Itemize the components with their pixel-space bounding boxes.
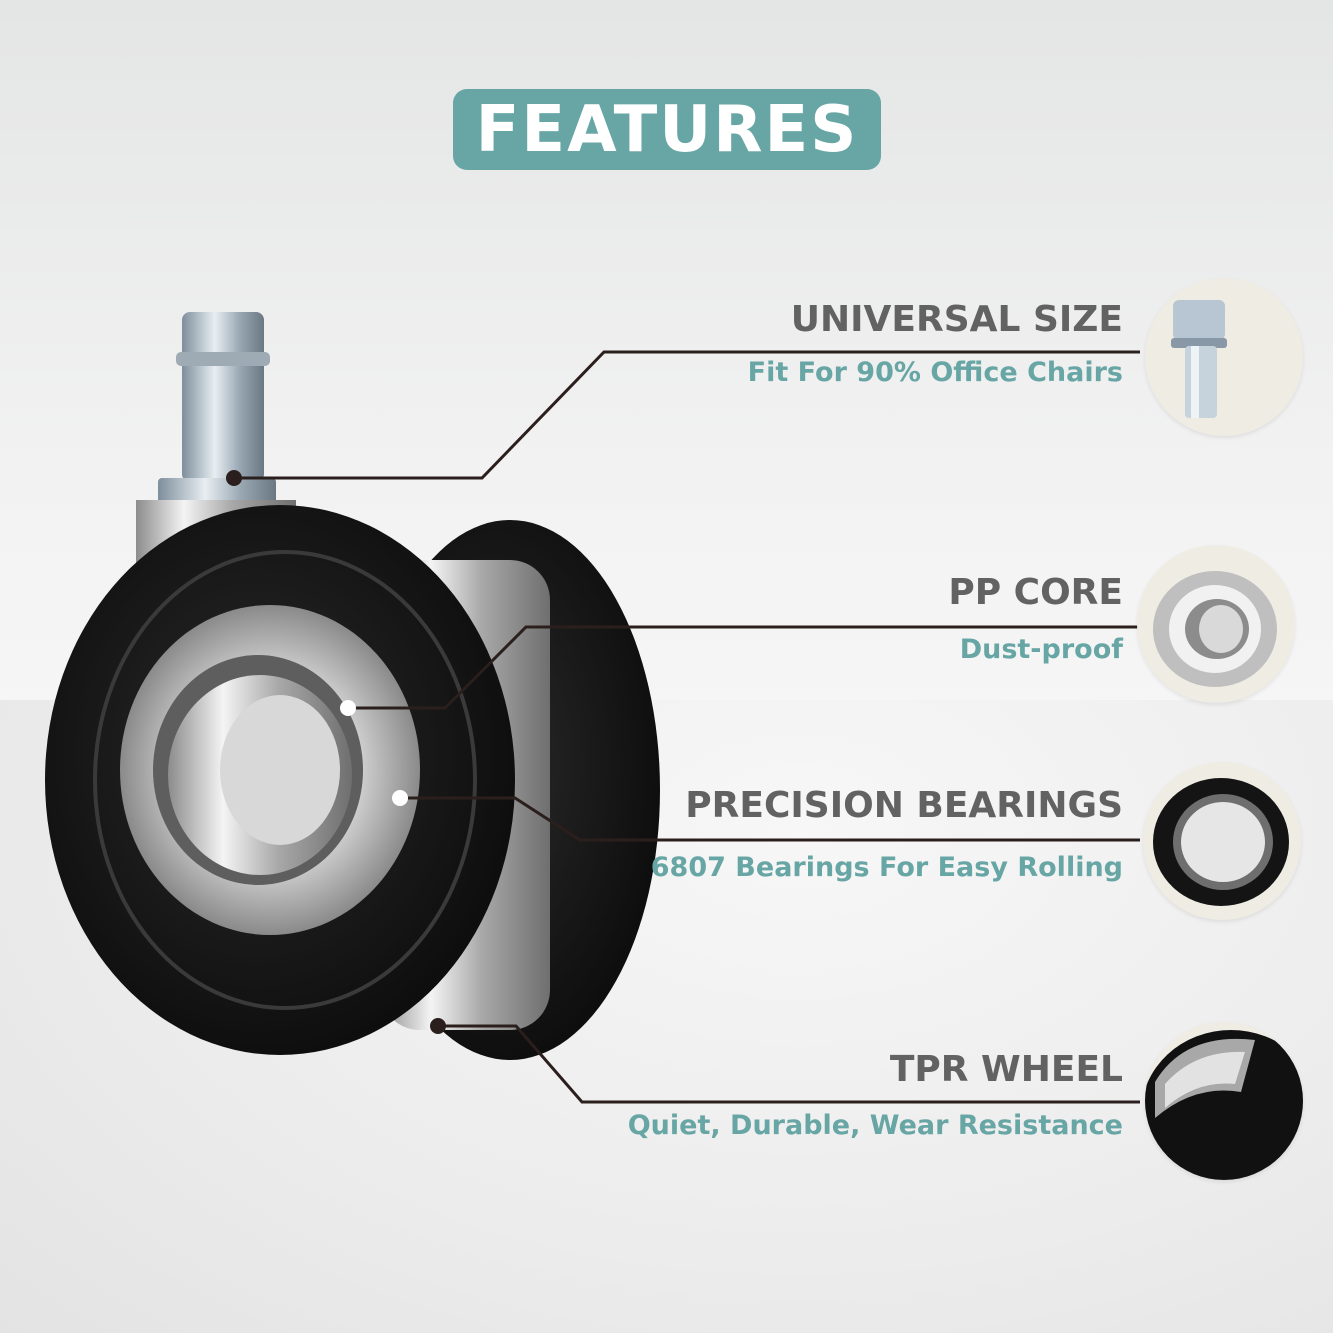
chrome-core-icon [1137,545,1295,703]
feature-title-pp-core: PP CORE [948,572,1123,613]
feature-title-universal-size: UNIVERSAL SIZE [790,299,1123,340]
bearing-ring-icon [1143,762,1301,920]
tpr-wheel-icon [1145,1022,1303,1180]
stem-pin-icon [1145,278,1303,436]
feature-subtitle-universal-size: Fit For 90% Office Chairs [747,357,1123,388]
features-badge: FEATURES [453,89,881,170]
feature-subtitle-precision-bearings: 6807 Bearings For Easy Rolling [650,852,1123,883]
feature-title-precision-bearings: PRECISION BEARINGS [685,785,1123,826]
page-title: FEATURES [475,92,859,167]
feature-subtitle-pp-core: Dust-proof [959,634,1123,665]
feature-title-tpr-wheel: TPR WHEEL [889,1049,1123,1090]
feature-subtitle-tpr-wheel: Quiet, Durable, Wear Resistance [627,1110,1123,1141]
